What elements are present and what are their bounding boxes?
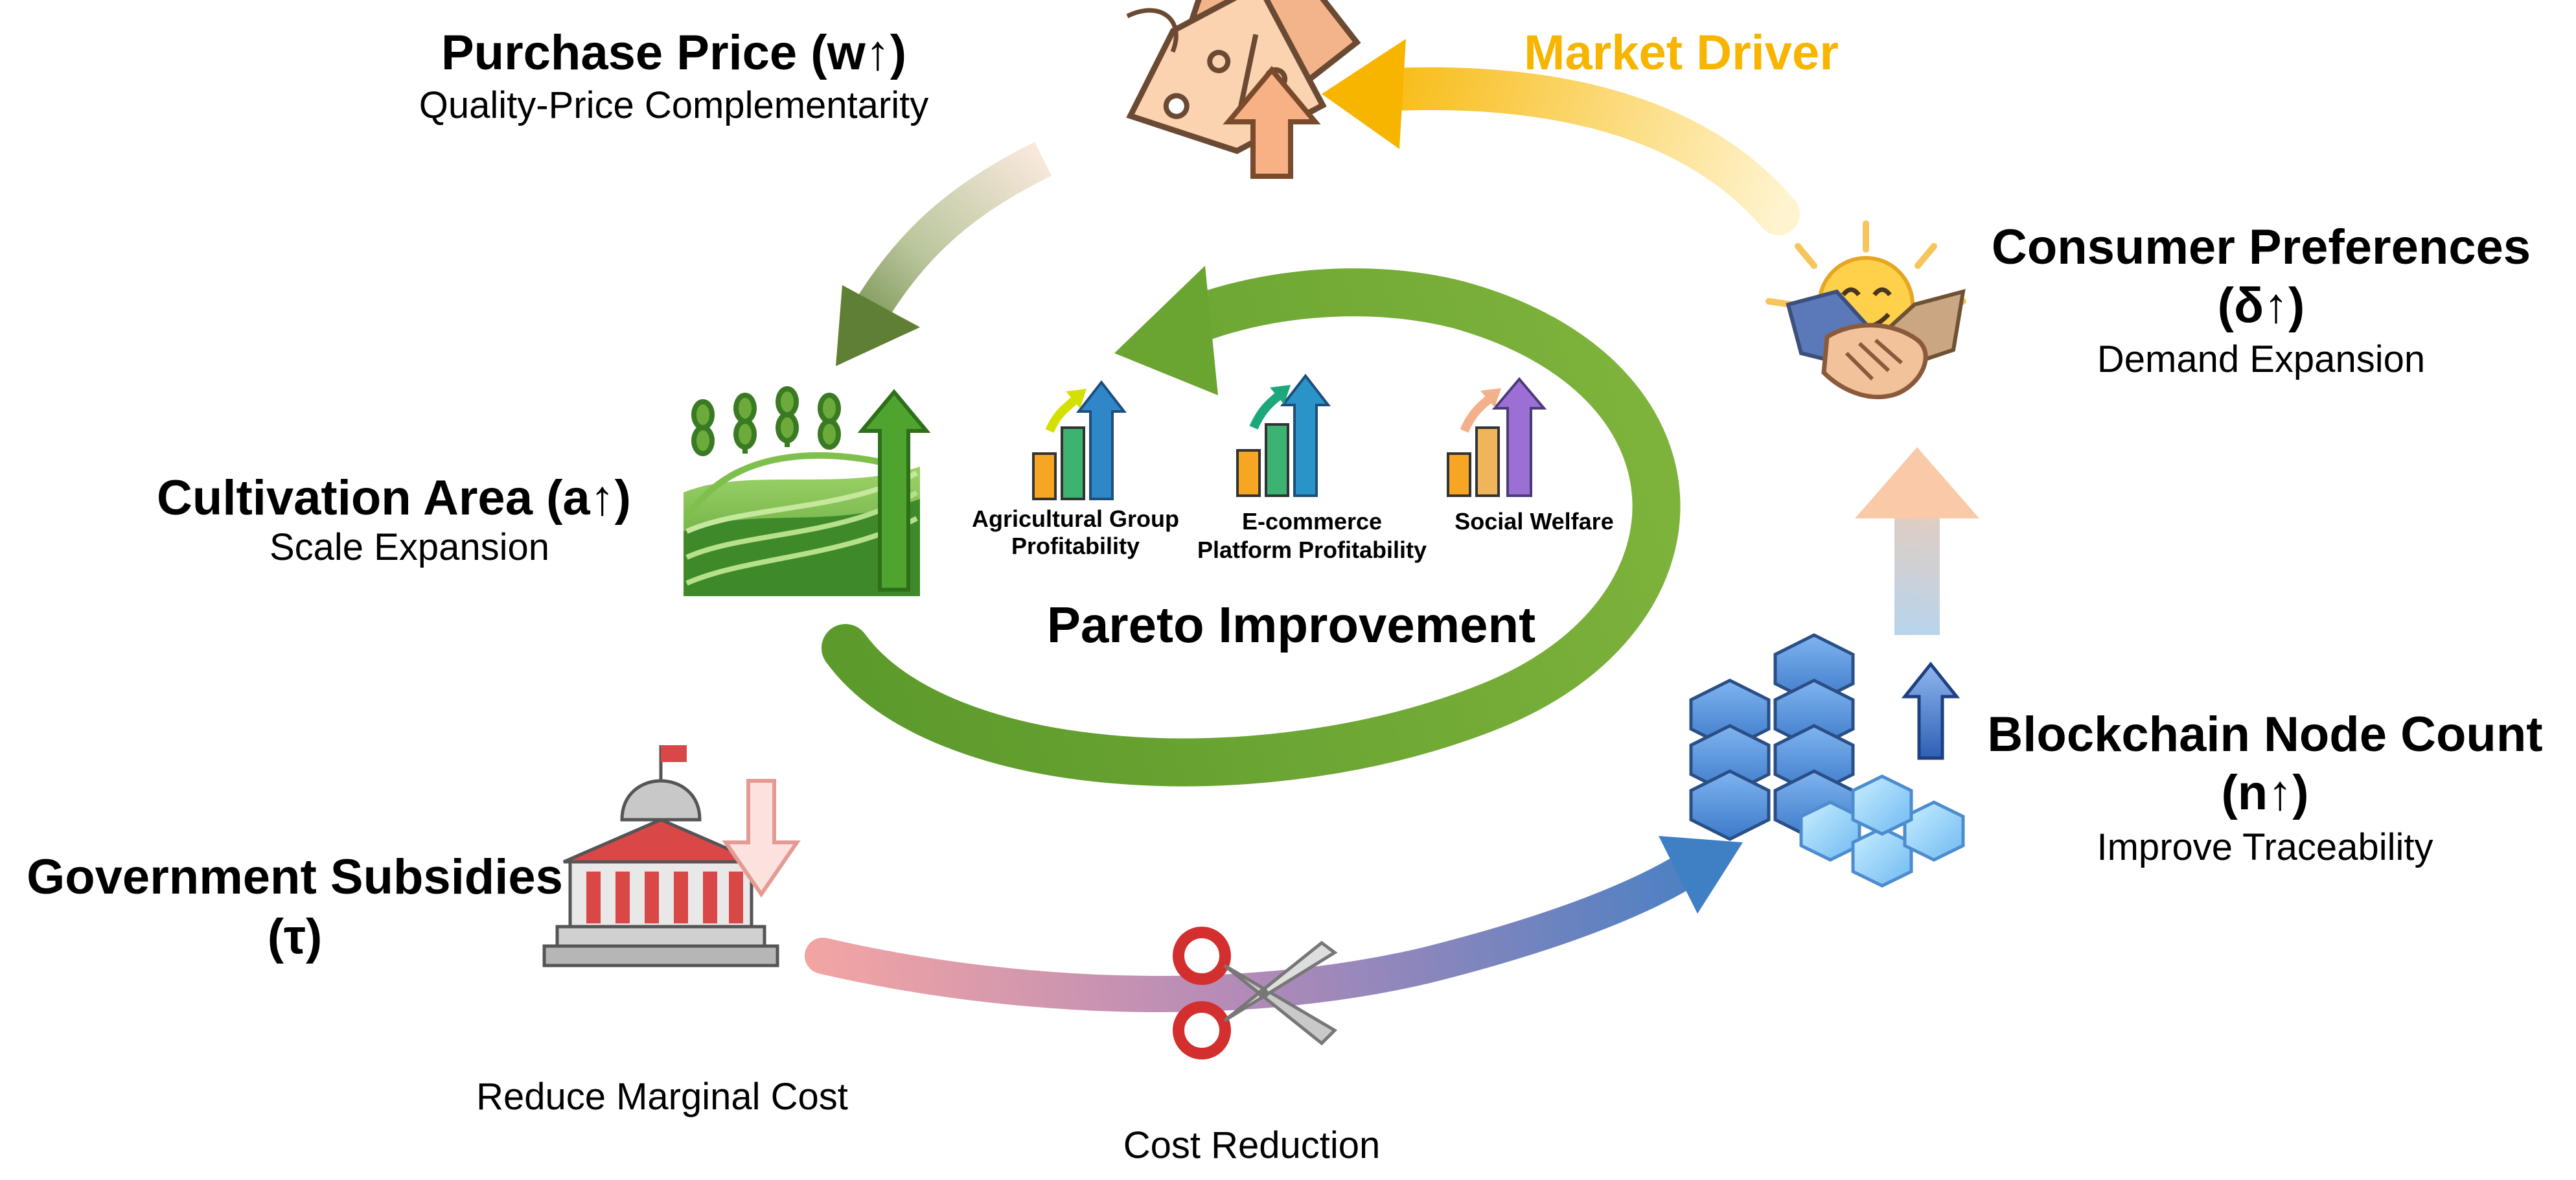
consumer-preferences-subtitle: Demand Expansion <box>2097 338 2426 380</box>
scissors-icon <box>1173 927 1338 1059</box>
consumer-preferences-title: Consumer Preferences <box>1991 220 2531 275</box>
bar-chart-icon <box>1032 373 1547 500</box>
metric-ecommerce-line1: E-commerce <box>1241 508 1383 535</box>
blockchain-nodes-subtitle: Improve Traceability <box>2097 826 2433 868</box>
down-arrow-icon <box>722 779 801 898</box>
blockchain-nodes-title: Blockchain Node Count <box>1987 707 2543 762</box>
metric-social-welfare-line1: Social Welfare <box>1455 508 1614 535</box>
consumer-preferences-symbol: (δ↑) <box>2217 278 2305 333</box>
blue-up-arrow-icon <box>1901 661 1961 760</box>
metric-agricultural-line1: Agricultural Group <box>971 505 1180 532</box>
government-building-icon <box>542 745 779 967</box>
cultivation-area-subtitle: Scale Expansion <box>269 526 550 568</box>
price-tag-icon <box>1126 0 1361 154</box>
pareto-improvement-title: Pareto Improvement <box>1046 596 1536 653</box>
metric-ecommerce-line2: Platform Profitability <box>1197 537 1427 563</box>
government-subsidies-symbol: (τ) <box>267 909 323 964</box>
cultivation-area-title: Cultivation Area (a↑) <box>157 470 631 526</box>
cost-reduction-label: Cost Reduction <box>1123 1124 1381 1166</box>
handshake-icon <box>1786 288 1966 400</box>
market-driver-label: Market Driver <box>1524 25 1839 80</box>
purchase-price-subtitle: Quality-Price Complementarity <box>419 84 929 126</box>
reduce-marginal-cost-label: Reduce Marginal Cost <box>476 1076 848 1118</box>
farm-field-icon <box>684 386 931 596</box>
blockchain-nodes-symbol: (n↑) <box>2221 765 2309 820</box>
up-arrow-icon <box>1223 65 1321 179</box>
blockchain-servers-icon <box>1689 633 1965 888</box>
government-subsidies-title: Government Subsidies <box>27 850 563 905</box>
metric-agricultural-line2: Profitability <box>1011 533 1140 559</box>
purchase-price-title: Purchase Price (w↑) <box>441 25 907 80</box>
